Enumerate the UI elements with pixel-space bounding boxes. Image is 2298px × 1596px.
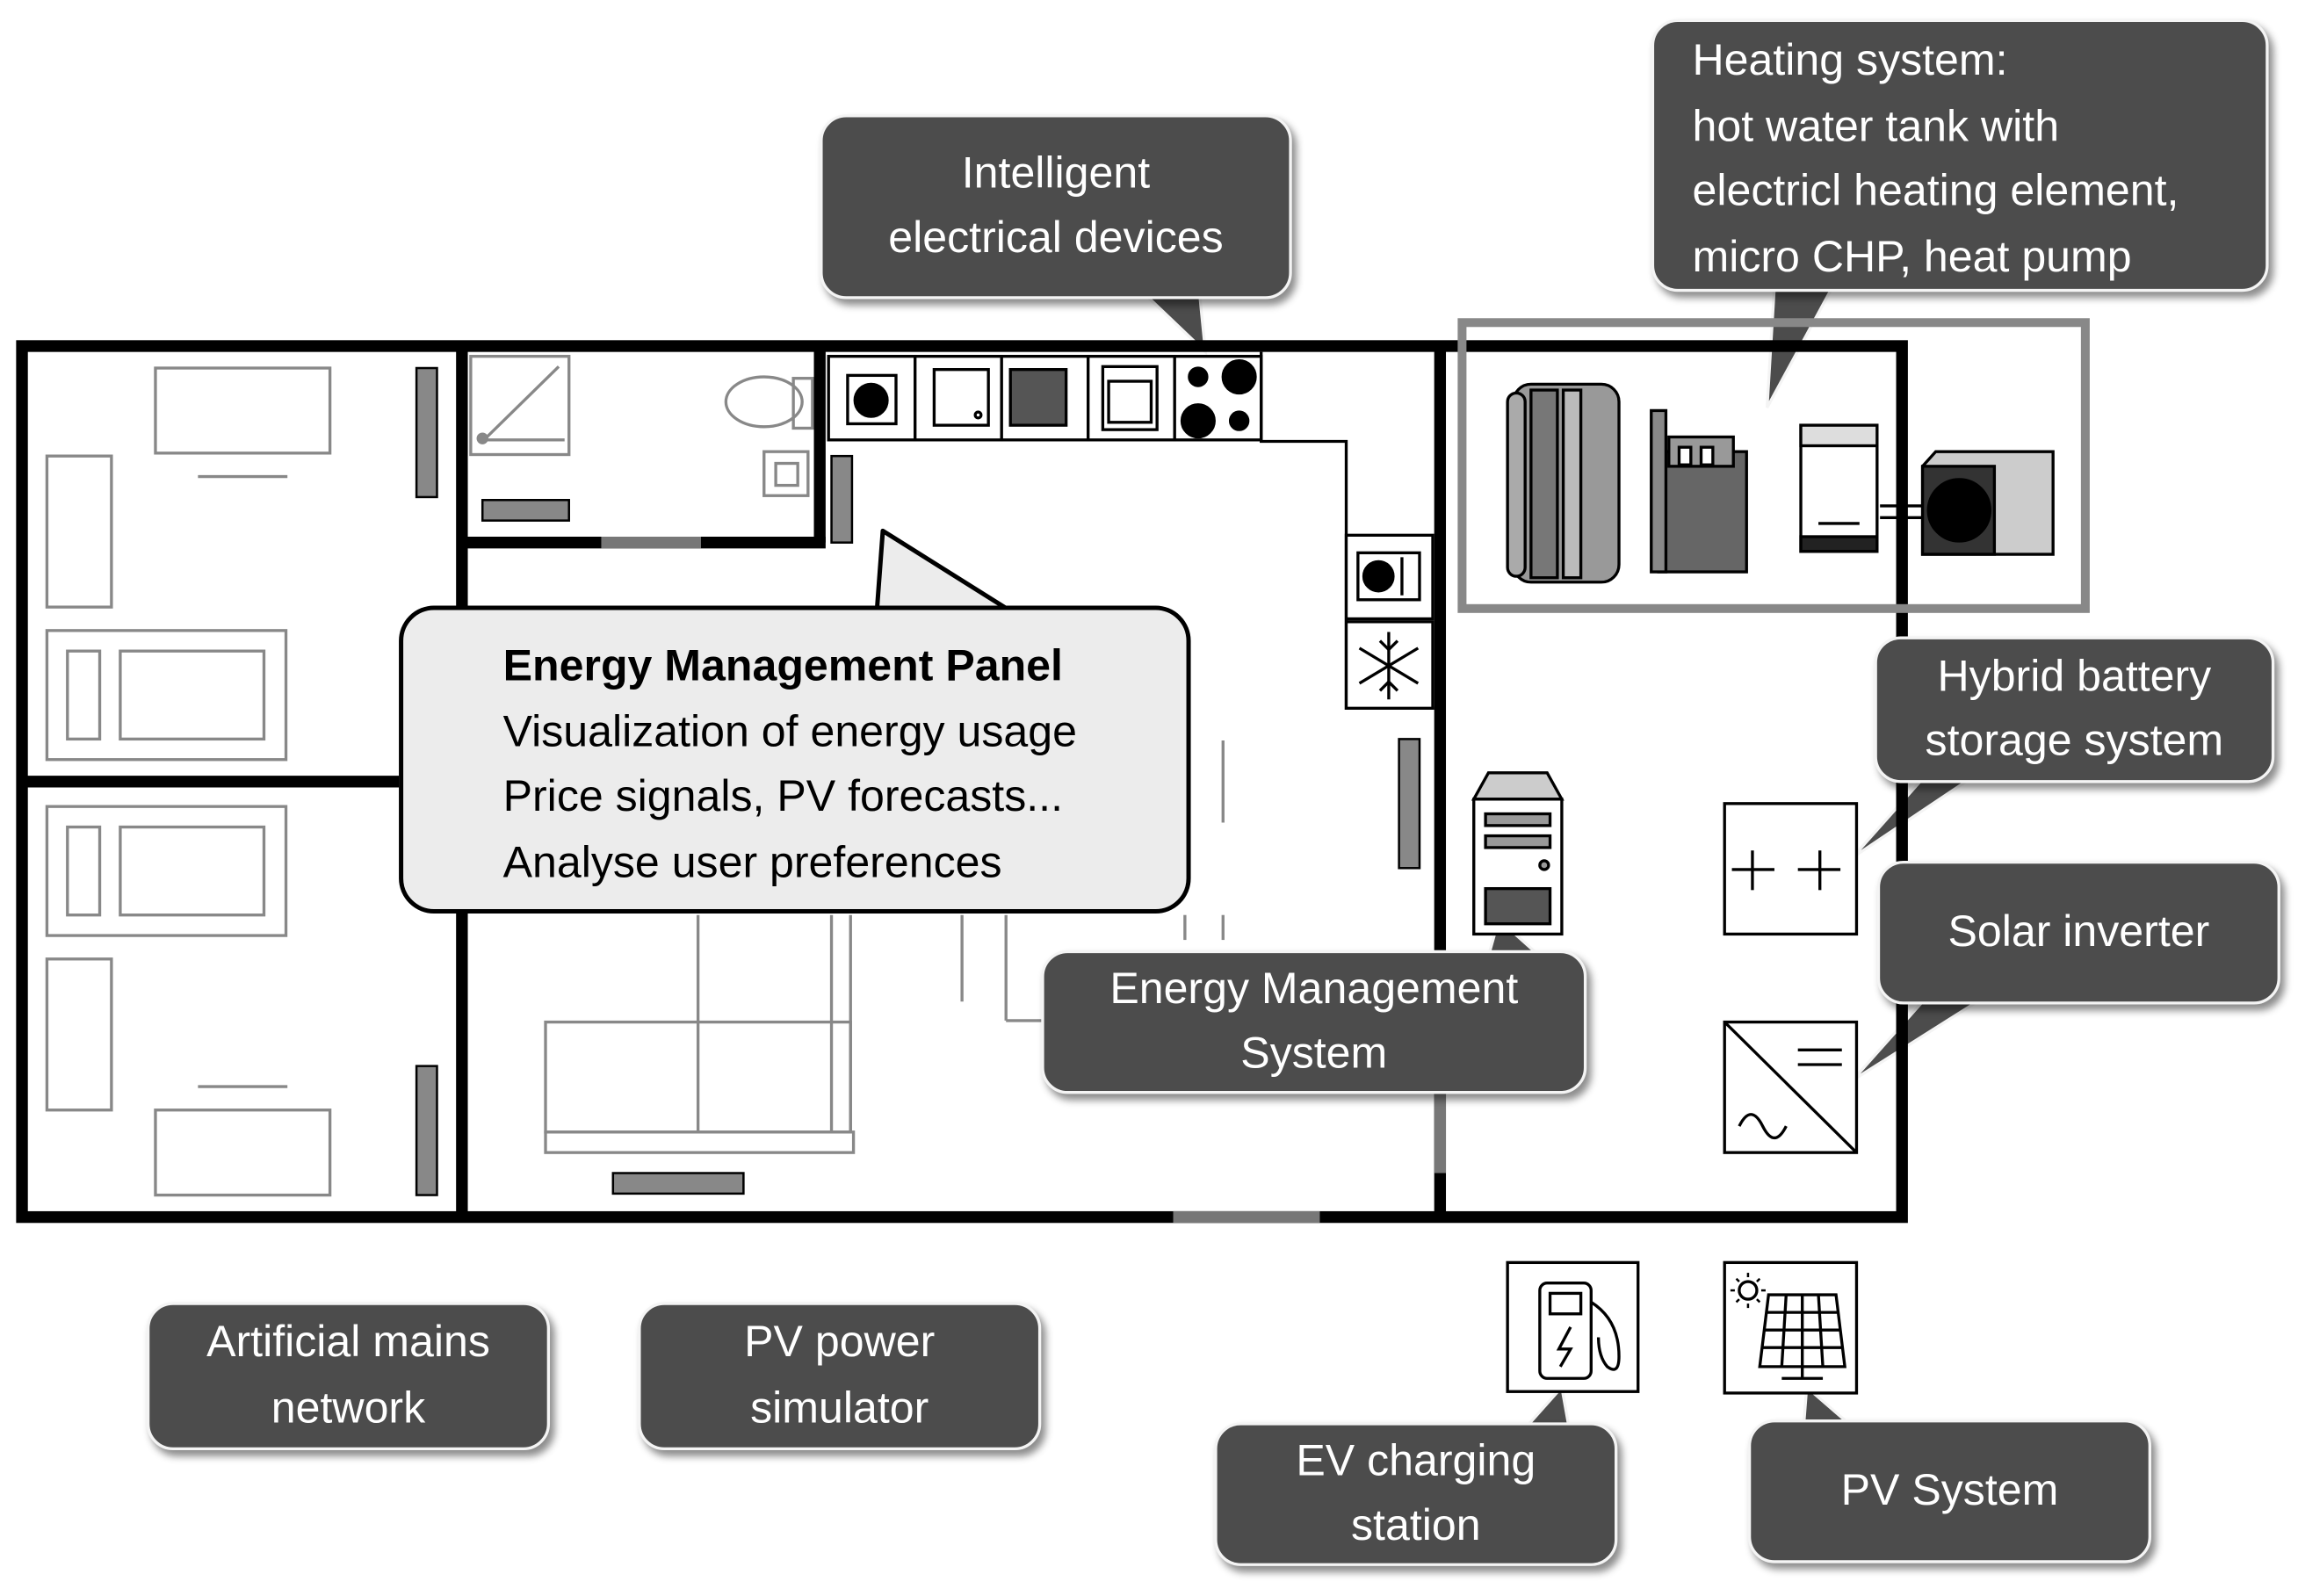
panel-line: Analyse user preferences: [502, 838, 1002, 887]
callout-hybrid-battery: Hybrid battery storage system: [1874, 636, 2275, 784]
panel-line: Price signals, PV forecasts...: [502, 772, 1064, 821]
battery-icon: [1723, 802, 1859, 936]
callout-line: simulator: [750, 1383, 929, 1433]
callout-line: hot water tank with: [1692, 102, 2060, 151]
pointer-solar-inverter: [1851, 998, 1985, 1082]
callout-ev-charging: EV charging station: [1214, 1422, 1618, 1566]
callout-line: Artificial mains: [206, 1318, 490, 1367]
callout-energy-management-system: Energy Management System: [1041, 950, 1587, 1094]
doors: [601, 537, 1447, 1224]
callout-line: micro CHP, heat pump: [1692, 232, 2132, 281]
callout-line: PV System: [1840, 1465, 2059, 1515]
callout-line: storage system: [1925, 717, 2224, 766]
callout-line: Hybrid battery: [1937, 652, 2212, 701]
callout-pv-system: PV System: [1747, 1419, 2152, 1564]
callout-line: Heating system:: [1692, 36, 2008, 85]
callout-heating-system: Heating system: hot water tank with elec…: [1651, 18, 2269, 292]
radiators: [415, 366, 1421, 1196]
dc-ac-inverter-icon: [1723, 1020, 1859, 1154]
computer-tower-icon: [1471, 771, 1565, 936]
callout-line: PV power: [744, 1318, 936, 1367]
callout-line: station: [1351, 1501, 1481, 1550]
callout-mains-network: Artificial mains network: [146, 1302, 551, 1451]
heating-devices: [1457, 318, 2090, 613]
solar-panel-icon: [1723, 1260, 1859, 1395]
panel-line: Visualization of energy usage: [502, 707, 1077, 756]
pointer-energy-panel: [874, 528, 1012, 612]
callout-line: electrical devices: [888, 213, 1224, 263]
energy-management-panel: Energy Management Panel Visualization of…: [399, 605, 1191, 914]
callout-solar-inverter: Solar inverter: [1876, 860, 2280, 1005]
callout-line: EV charging: [1296, 1436, 1536, 1485]
snowflake-icon: [1358, 632, 1420, 700]
callout-line: Intelligent: [961, 148, 1151, 198]
furniture: [45, 354, 1225, 1197]
callout-line: network: [271, 1383, 426, 1433]
panel-title: Energy Management Panel: [502, 642, 1063, 691]
callout-line: electricl heating element,: [1692, 167, 2179, 216]
callout-intelligent-devices: Intelligent electrical devices: [820, 114, 1292, 300]
callout-line: System: [1240, 1029, 1388, 1079]
pointer-hybrid-battery: [1851, 776, 1977, 859]
callout-line: Solar inverter: [1948, 906, 2210, 957]
fuel-pump-icon: [1506, 1260, 1640, 1393]
callout-pv-simulator: PV power simulator: [638, 1302, 1042, 1451]
callout-line: Energy Management: [1109, 964, 1519, 1013]
